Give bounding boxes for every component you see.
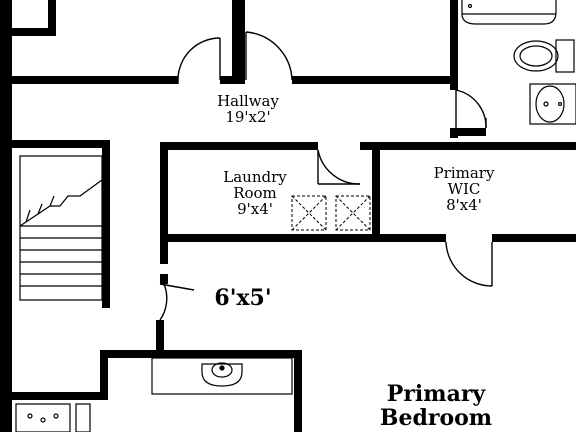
sink-icon [529, 83, 576, 125]
room-label-hallway: Hallway 19'x2' [198, 92, 298, 126]
toilet-icon [513, 39, 575, 73]
wic-name-line2: WIC [447, 179, 481, 198]
laundry-dims: 9'x4' [237, 199, 273, 218]
laundry-name-line2: Room [233, 183, 277, 202]
wic-name-line1: Primary [433, 164, 495, 182]
bedroom-name-line1: Primary [386, 381, 486, 407]
dryer-icon [335, 195, 371, 231]
shower-icon [15, 403, 91, 432]
bedroom-name-line2: Bedroom [379, 405, 493, 432]
hallway-name: Hallway [217, 92, 279, 110]
bathtub-icon [461, 0, 557, 25]
washer-icon [291, 195, 327, 231]
door-swings [159, 31, 493, 321]
small-room-dims: 6'x5' [214, 285, 272, 311]
wic-dims: 8'x4' [446, 195, 482, 214]
room-label-primary-bedroom: Primary Bedroom [372, 381, 500, 432]
room-label-laundry: Laundry Room 9'x4' [205, 168, 305, 218]
laundry-name-line1: Laundry [223, 168, 287, 186]
vanity-sink-icon [151, 357, 293, 395]
stairs-icon [19, 155, 103, 301]
room-label-small-room: 6'x5' [200, 285, 286, 311]
room-label-primary-wic: Primary WIC 8'x4' [414, 164, 514, 214]
hallway-dims: 19'x2' [225, 107, 271, 126]
